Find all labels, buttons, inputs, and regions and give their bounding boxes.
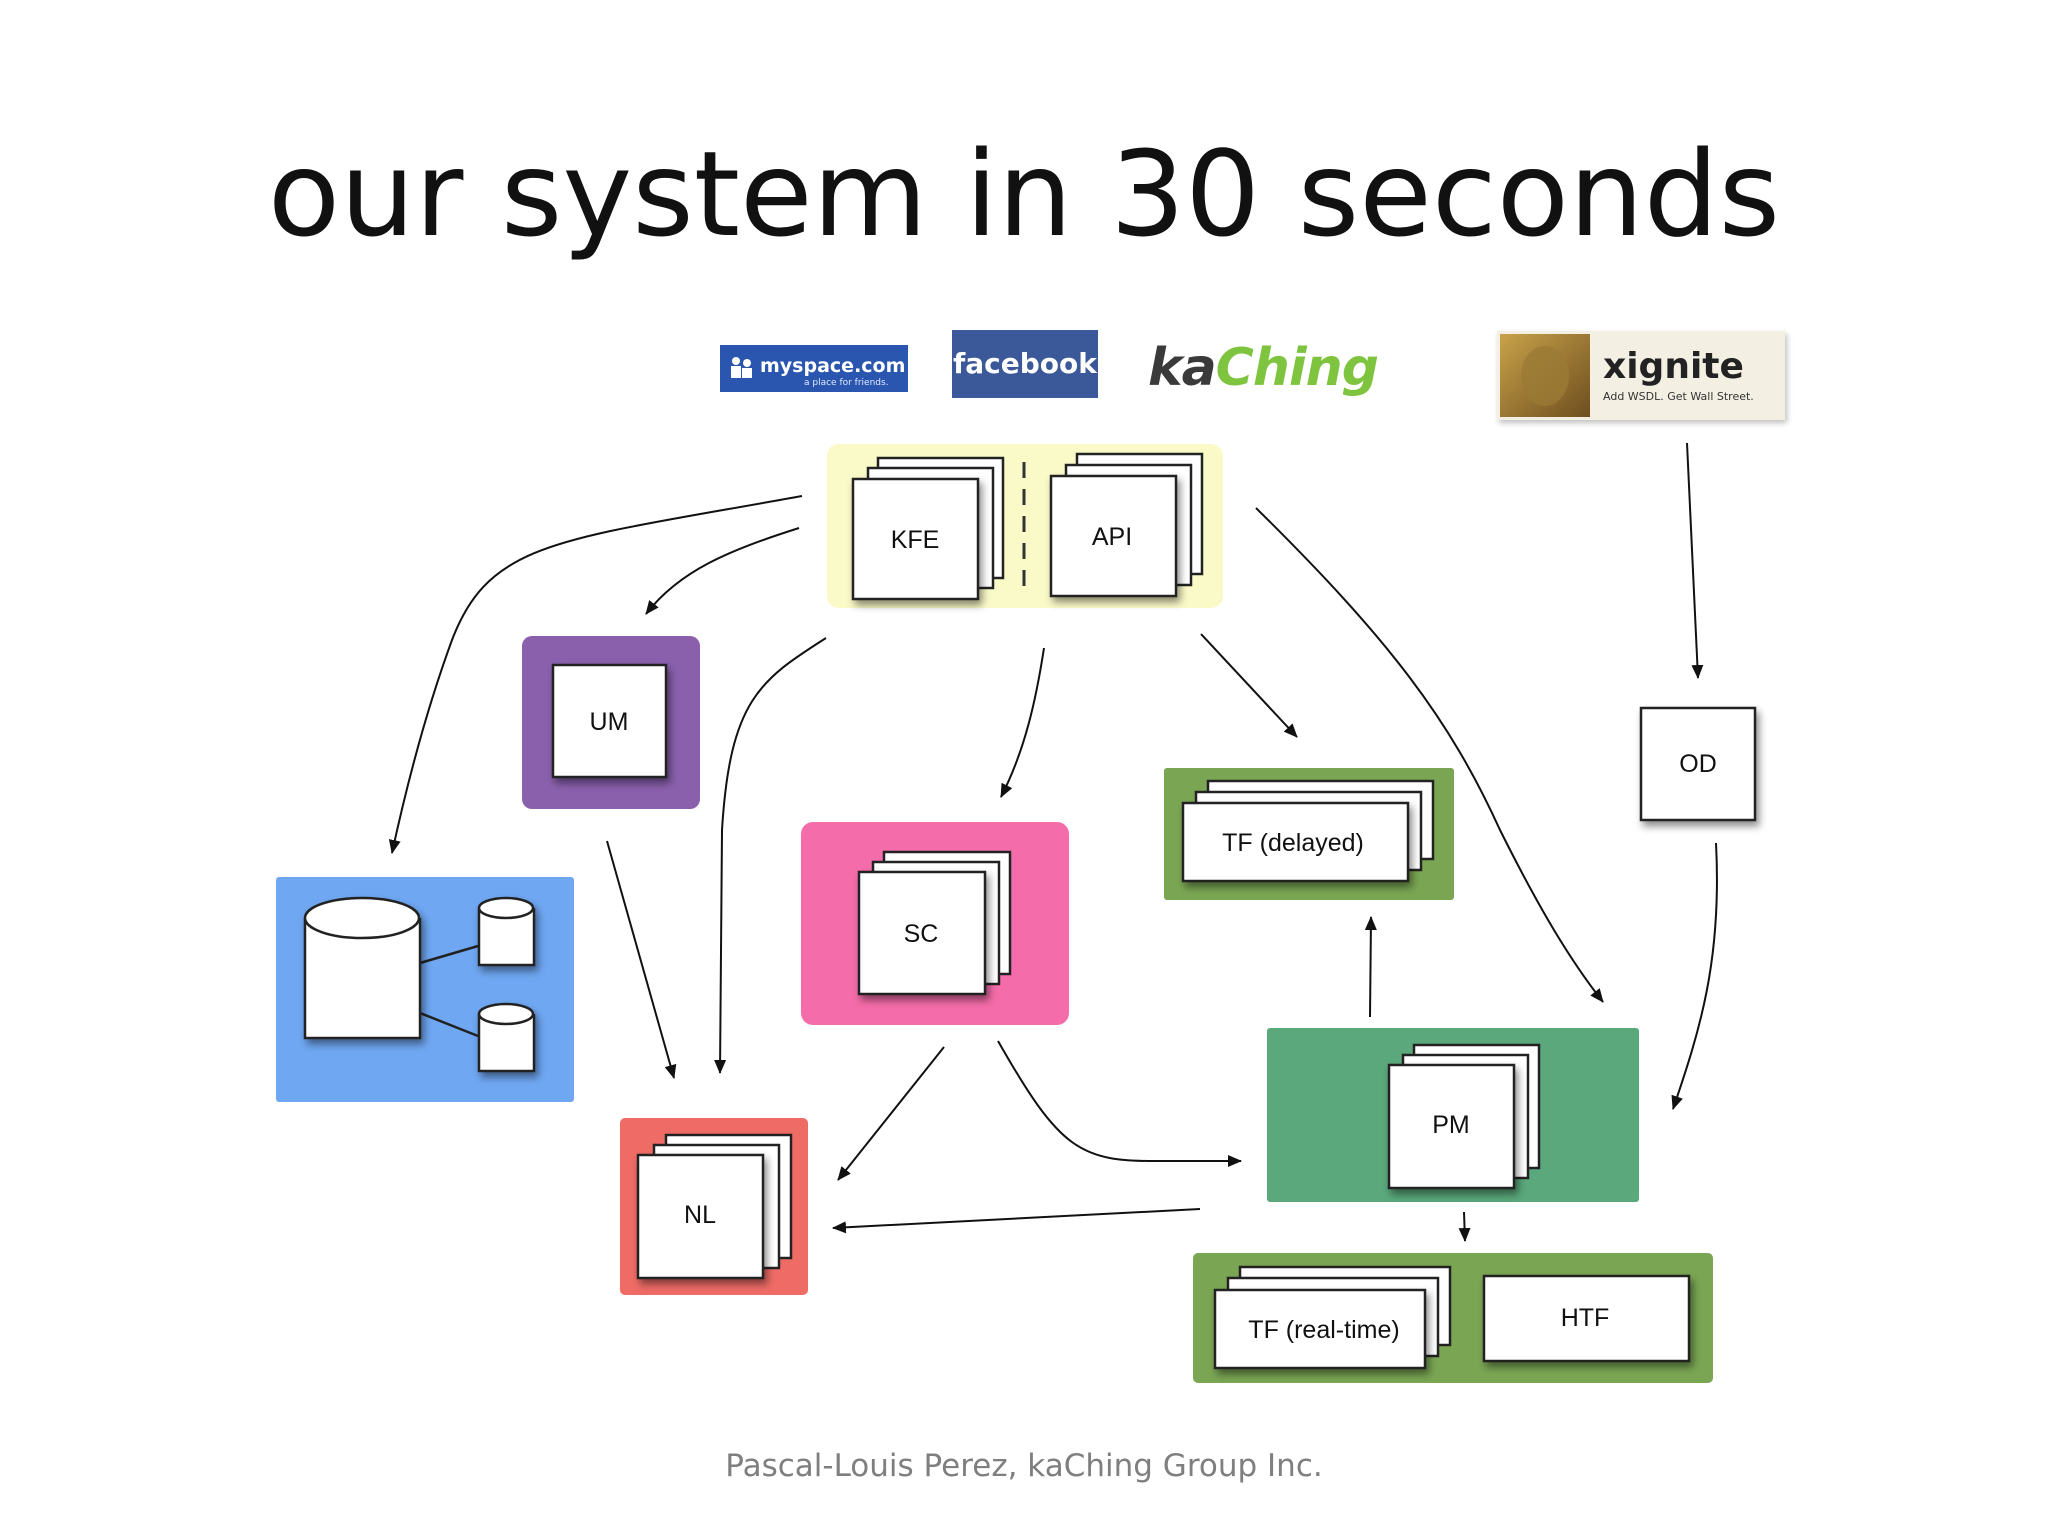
nl-label: NL [684, 1201, 716, 1229]
arrow-od-to-pm [1671, 842, 1718, 1110]
replica-database-icon [477, 1002, 536, 1073]
tf-delayed-label: TF (delayed) [1222, 829, 1364, 857]
primary-database-icon [303, 896, 422, 1040]
kaching-suffix: Ching [1216, 338, 1378, 398]
arrow-xignite-to-od [1686, 442, 1704, 679]
xignite-logo: xignite Add WSDL. Get Wall Street. [1497, 331, 1785, 420]
arrow-sc-to-pm [997, 1040, 1242, 1167]
kfe-node[interactable]: KFE [851, 456, 1005, 601]
arrow-frontend-to-pm [1255, 507, 1604, 1003]
nl-node[interactable]: NL [636, 1133, 793, 1280]
tf-realtime-label: TF (real-time) [1248, 1316, 1399, 1344]
kaching-prefix: ka [1148, 338, 1216, 398]
arrow-frontend-to-tf-delayed [1200, 633, 1298, 738]
sc-node[interactable]: SC [857, 850, 1012, 996]
um-label: UM [590, 708, 629, 736]
arrow-pm-to-tf-realtime [1458, 1211, 1471, 1242]
od-node[interactable]: OD [1639, 706, 1757, 822]
od-label: OD [1679, 750, 1717, 778]
myspace-tagline: a place for friends. [804, 378, 889, 388]
svg-text:kaChing: kaChing [1148, 338, 1378, 398]
replica-database-icon [477, 896, 536, 967]
api-label: API [1092, 523, 1132, 551]
tf-delayed-node[interactable]: TF (delayed) [1181, 779, 1435, 883]
pm-label: PM [1432, 1111, 1470, 1139]
htf-label: HTF [1561, 1304, 1610, 1332]
xignite-tagline: Add WSDL. Get Wall Street. [1603, 390, 1754, 403]
arrow-frontend-to-database [388, 495, 803, 854]
arrow-pm-to-nl [832, 1208, 1201, 1234]
myspace-logo-text: myspace.com [760, 355, 905, 377]
arrow-pm-to-tf-delayed [1364, 916, 1377, 1018]
htf-node[interactable]: HTF [1482, 1274, 1691, 1363]
arrow-frontend-to-um [645, 527, 800, 615]
tf-realtime-node[interactable]: TF (real-time) [1213, 1265, 1452, 1370]
slide-title: our system in 30 seconds [267, 125, 1781, 263]
api-node[interactable]: API [1049, 452, 1204, 598]
pm-node[interactable]: PM [1387, 1043, 1541, 1190]
arrow-frontend-to-nl [714, 637, 827, 1074]
xignite-logo-text: xignite [1603, 346, 1744, 387]
slide-footer: Pascal-Louis Perez, kaChing Group Inc. [725, 1448, 1323, 1484]
arrow-frontend-to-sc [1000, 647, 1045, 798]
um-node[interactable]: UM [551, 663, 668, 779]
people-icon [731, 357, 752, 378]
facebook-logo: facebook [952, 330, 1098, 398]
database-cluster [303, 896, 536, 1073]
kaching-logo: kaChing [1148, 338, 1379, 398]
kfe-label: KFE [891, 526, 940, 554]
arrow-sc-to-nl [837, 1046, 945, 1181]
facebook-logo-text: facebook [953, 347, 1098, 380]
sc-label: SC [904, 920, 939, 948]
myspace-logo: myspace.com a place for friends. [720, 345, 908, 392]
arrow-um-to-nl [606, 840, 677, 1079]
